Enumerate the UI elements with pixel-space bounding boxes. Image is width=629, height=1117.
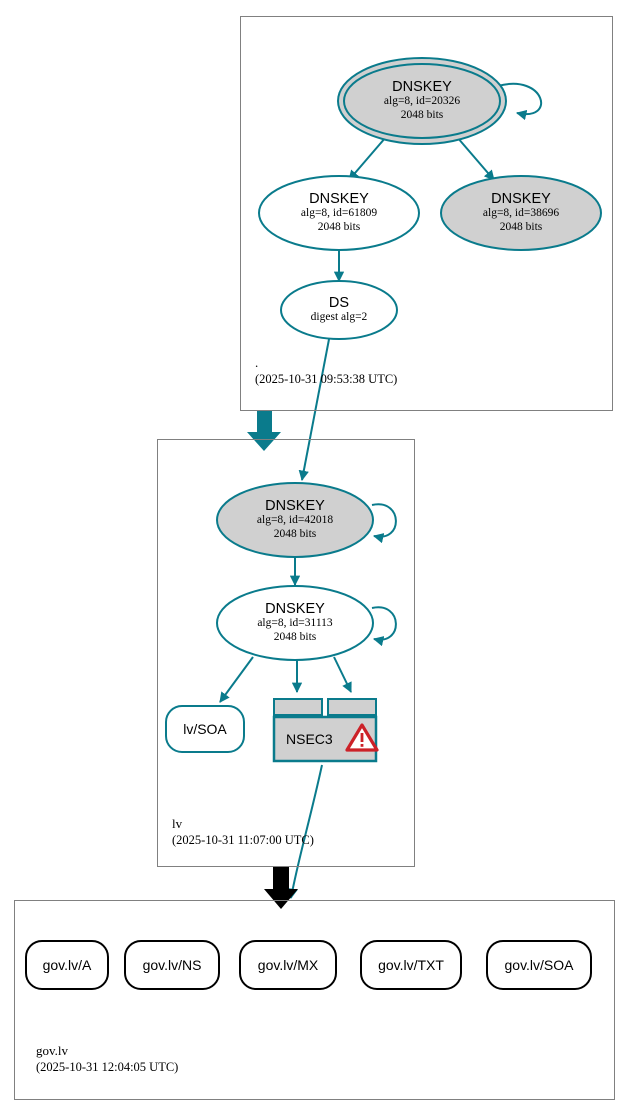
- node-dnskey-61809[interactable]: [258, 175, 420, 251]
- node-rrset-gov-lv-txt[interactable]: [360, 940, 462, 990]
- edge-self-loop-ksk-20326: [497, 82, 543, 121]
- node-dnskey-42018[interactable]: [216, 482, 374, 558]
- zone-transition-root-to-lv: [247, 410, 281, 451]
- node-dnskey-20326[interactable]: [337, 57, 507, 145]
- zone-timestamp-root: (2025-10-31 09:53:38 UTC): [255, 372, 398, 386]
- zone-label-gov-lv: gov.lv (2025-10-31 12:04:05 UTC): [36, 1043, 178, 1076]
- zone-transition-lv-to-govlv: [264, 866, 298, 909]
- zone-box-gov-lv: [14, 900, 615, 1100]
- zone-name-gov-lv: gov.lv: [36, 1043, 69, 1058]
- edge-self-loop-zsk-31113: [371, 606, 397, 647]
- zone-box-lv: [157, 439, 415, 867]
- zone-timestamp-lv: (2025-10-31 11:07:00 UTC): [172, 833, 314, 847]
- warning-triangle-icon: [345, 723, 379, 752]
- node-dnskey-31113[interactable]: [216, 585, 374, 661]
- node-ds-lv[interactable]: [280, 280, 398, 340]
- edge-zsk31113-to-nsec3-right: [333, 656, 352, 693]
- node-rrset-gov-lv-mx[interactable]: [239, 940, 337, 990]
- zone-name-lv: lv: [172, 816, 183, 831]
- edge-self-loop-ksk-42018: [371, 503, 397, 544]
- edge-ksk20326-to-zsk38696: [456, 136, 495, 181]
- edge-nsec3-to-govlv: [287, 764, 323, 900]
- zone-label-root: . (2025-10-31 09:53:38 UTC): [255, 355, 397, 388]
- nsec3-tab-right: [327, 698, 377, 716]
- node-rrset-gov-lv-ns[interactable]: [124, 940, 220, 990]
- zone-box-root: [240, 16, 613, 411]
- zone-timestamp-gov-lv: (2025-10-31 12:04:05 UTC): [36, 1060, 179, 1074]
- nsec3-tab-left: [273, 698, 323, 716]
- node-rrset-lv-soa[interactable]: [165, 705, 245, 753]
- edge-ksk20326-to-zsk61809: [348, 136, 387, 181]
- node-rrset-gov-lv-a[interactable]: [25, 940, 109, 990]
- node-dnskey-38696[interactable]: [440, 175, 602, 251]
- node-rrset-gov-lv-soa[interactable]: [486, 940, 592, 990]
- zone-name-root: .: [255, 355, 259, 370]
- edge-zsk31113-to-lv-soa: [219, 656, 254, 703]
- zone-label-lv: lv (2025-10-31 11:07:00 UTC): [172, 816, 314, 849]
- edge-ds-to-ksk42018: [298, 333, 331, 482]
